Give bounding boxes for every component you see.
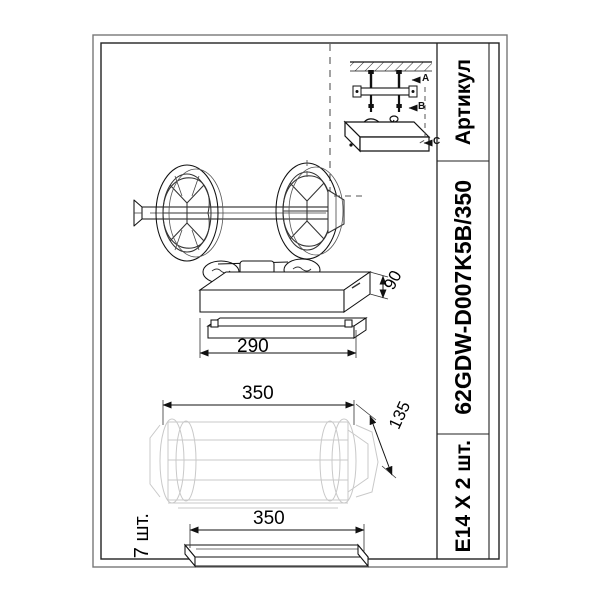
lamp-spec-cell: E14 X 2 шт. — [437, 434, 489, 559]
dimension-290 — [199, 318, 357, 358]
mounting-screws — [368, 70, 402, 88]
shade-left — [155, 164, 224, 262]
title-block-frame — [436, 43, 490, 559]
shade-right — [275, 162, 345, 260]
mount-callout-leaders — [408, 76, 433, 147]
quantity-note: 7 шт. — [131, 513, 153, 559]
dimension-135 — [355, 403, 397, 479]
installation-detail-view — [343, 61, 433, 153]
base-bar-lower — [206, 317, 368, 339]
article-number-cell: 62GDW-D007K5B/350 — [437, 161, 489, 434]
dimension-90 — [369, 271, 389, 300]
dimension-350-bottom-label: 350 — [253, 508, 285, 529]
base-bar-perspective — [198, 258, 372, 339]
ceiling-symbol — [350, 61, 432, 72]
sheet-border-outer — [92, 34, 508, 568]
fixture-base-plate — [343, 120, 431, 153]
dimension-350-top — [162, 400, 355, 425]
dimension-290-label: 290 — [237, 336, 269, 357]
title-block-header-label: Артикул — [451, 58, 475, 146]
mount-label-c: C — [433, 136, 441, 147]
mount-label-b: B — [418, 101, 426, 112]
base-slab — [198, 270, 372, 314]
shade-center-mark — [306, 160, 366, 197]
article-number-value: 62GDW-D007K5B/350 — [449, 180, 476, 415]
lamp-spec-value: E14 X 2 шт. — [451, 440, 475, 553]
bracket-studs — [368, 95, 402, 112]
bottom-bar-view — [183, 543, 370, 568]
fixture-perspective-view — [133, 160, 366, 262]
title-block-header-cell: Артикул — [437, 43, 489, 161]
mount-label-a: A — [422, 73, 430, 84]
mounting-bracket — [352, 85, 418, 98]
dimension-350-top-label: 350 — [242, 383, 274, 404]
fixture-front-elevation — [149, 418, 379, 509]
dimension-350-bottom — [189, 524, 365, 552]
